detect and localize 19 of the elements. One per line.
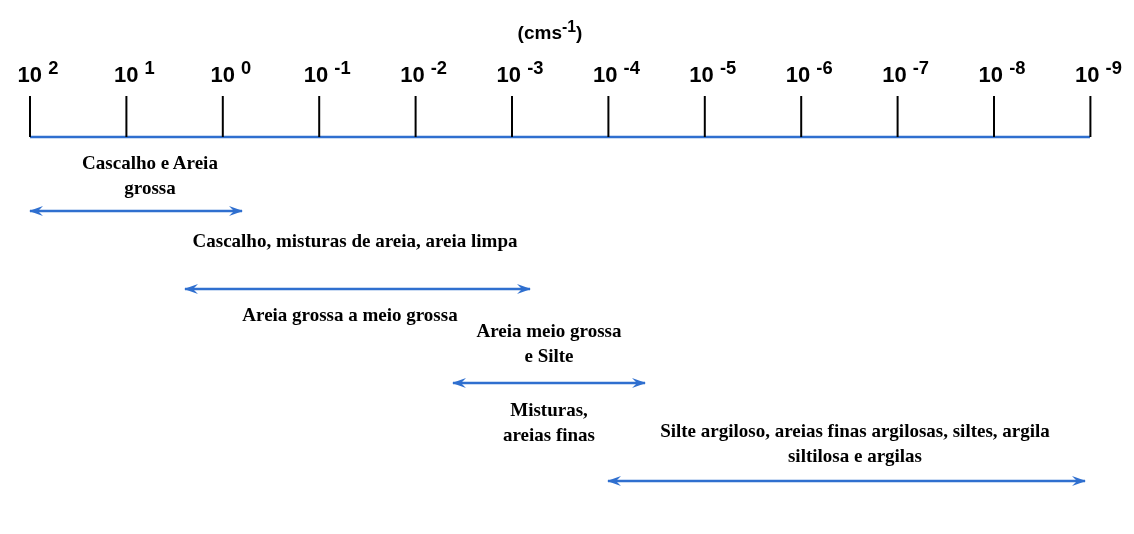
- tick-label: 10 $^{-6}$: [785, 57, 833, 89]
- range-label: Cascalho e Areia grossa: [81, 151, 219, 200]
- tick-label: 10 $^{-5}$: [689, 57, 737, 89]
- tick-label: 10 $^{-9}$: [1074, 57, 1122, 89]
- tick-label: 10 $^{-2}$: [400, 57, 448, 89]
- tick-label: 10 $^{2}$: [17, 57, 59, 89]
- tick-label: 10 $^{-3}$: [496, 57, 544, 89]
- tick-label: 10 $^{0}$: [210, 57, 252, 89]
- axis-unit: (cms$^{-1}$): [517, 18, 583, 45]
- tick-label: 10 $^{1}$: [114, 57, 155, 89]
- range-label: Areia meio grossa e Silte: [475, 319, 623, 368]
- range-label: Misturas, areias finas: [502, 398, 596, 447]
- range-label: Cascalho, misturas de areia, areia limpa: [191, 229, 519, 253]
- tick-label: 10 $^{-4}$: [592, 57, 640, 89]
- tick-label: 10 $^{-8}$: [978, 57, 1026, 89]
- range-label: Silte argiloso, areias finas argilosas, siltes, argila siltilosa e argilas: [660, 419, 1050, 468]
- tick-label: 10 $^{-7}$: [882, 57, 930, 89]
- tick-label: 10 $^{-1}$: [303, 57, 351, 89]
- range-label: Areia grossa a meio grossa: [241, 303, 459, 327]
